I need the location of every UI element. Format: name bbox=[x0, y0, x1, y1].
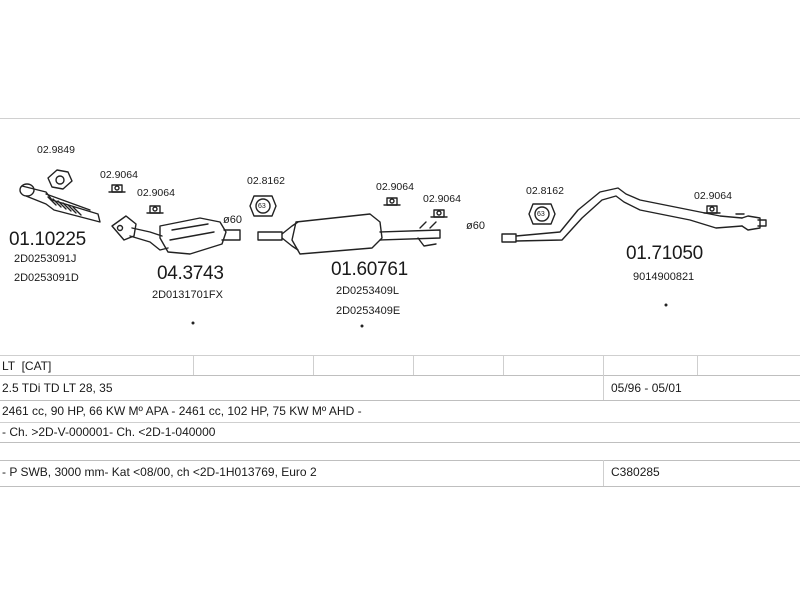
table-row-engine: 2.5 TDi TD LT 28, 35 bbox=[2, 381, 113, 395]
table-divider bbox=[193, 355, 194, 375]
table-divider bbox=[603, 355, 604, 375]
table-border bbox=[0, 375, 800, 376]
hanger-icon bbox=[703, 205, 721, 214]
table-row-chassis: - Ch. >2D-V-000001- Ch. <2D-1-040000 bbox=[2, 425, 216, 439]
table-divider bbox=[603, 460, 604, 486]
clamp-part-number: 02.8162 bbox=[247, 175, 285, 187]
diameter-label: ø60 bbox=[466, 220, 485, 232]
hanger-part-number: 02.9064 bbox=[100, 169, 138, 181]
table-border bbox=[0, 486, 800, 487]
rear-pipe-ref: 9014900821 bbox=[633, 271, 695, 283]
hanger-icon bbox=[146, 205, 164, 214]
table-border bbox=[0, 400, 800, 401]
clamp-size-label: 63 bbox=[537, 211, 545, 218]
hanger-part-number: 02.9064 bbox=[423, 193, 461, 205]
hanger-part-number: 02.9064 bbox=[694, 190, 732, 202]
table-border bbox=[0, 442, 800, 443]
hanger-icon bbox=[430, 209, 448, 218]
hanger-icon bbox=[108, 184, 126, 193]
gasket-part-number: 02.9849 bbox=[37, 144, 75, 156]
table-row-specs: 2461 cc, 90 HP, 66 KW Mº APA - 2461 cc, … bbox=[2, 404, 362, 418]
rear-pipe-part-number: 01.71050 bbox=[626, 243, 703, 264]
middle-silencer-drawing bbox=[257, 213, 441, 255]
table-divider bbox=[603, 375, 604, 400]
hanger-icon bbox=[383, 197, 401, 206]
table-divider bbox=[413, 355, 414, 375]
middle-silencer-ref: 2D0253409L bbox=[336, 285, 400, 297]
diameter-label: ø60 bbox=[223, 214, 242, 226]
front-pipe-part-number: 01.10225 bbox=[9, 229, 86, 250]
table-border bbox=[0, 422, 800, 423]
clamp-icon bbox=[528, 203, 556, 225]
table-row-code: C380285 bbox=[611, 465, 660, 479]
clamp-size-label: 63 bbox=[258, 203, 266, 210]
table-border bbox=[0, 355, 800, 356]
gasket-icon bbox=[47, 169, 73, 190]
front-pipe-ref: 2D0253091J bbox=[14, 253, 77, 265]
table-divider bbox=[313, 355, 314, 375]
top-border bbox=[0, 118, 800, 119]
front-pipe-drawing bbox=[19, 183, 101, 223]
table-divider bbox=[503, 355, 504, 375]
catalyst-part-number: 04.3743 bbox=[157, 263, 224, 284]
table-divider bbox=[697, 355, 698, 375]
table-border bbox=[0, 460, 800, 461]
table-row-dates: 05/96 - 05/01 bbox=[611, 381, 682, 395]
table-row-notes: - P SWB, 3000 mm- Kat <08/00, ch <2D-1H0… bbox=[2, 465, 317, 479]
table-row-model: LT [CAT] bbox=[2, 359, 52, 373]
catalyst-drawing bbox=[111, 215, 241, 255]
middle-silencer-ref: 2D0253409E bbox=[336, 305, 401, 317]
hanger-part-number: 02.9064 bbox=[137, 187, 175, 199]
hanger-part-number: 02.9064 bbox=[376, 181, 414, 193]
clamp-icon bbox=[249, 195, 277, 217]
catalyst-ref: 2D0131701FX bbox=[152, 289, 223, 301]
clamp-part-number: 02.8162 bbox=[526, 185, 564, 197]
exhaust-diagram bbox=[19, 169, 767, 328]
front-pipe-ref: 2D0253091D bbox=[14, 272, 79, 284]
middle-silencer-part-number: 01.60761 bbox=[331, 259, 408, 280]
